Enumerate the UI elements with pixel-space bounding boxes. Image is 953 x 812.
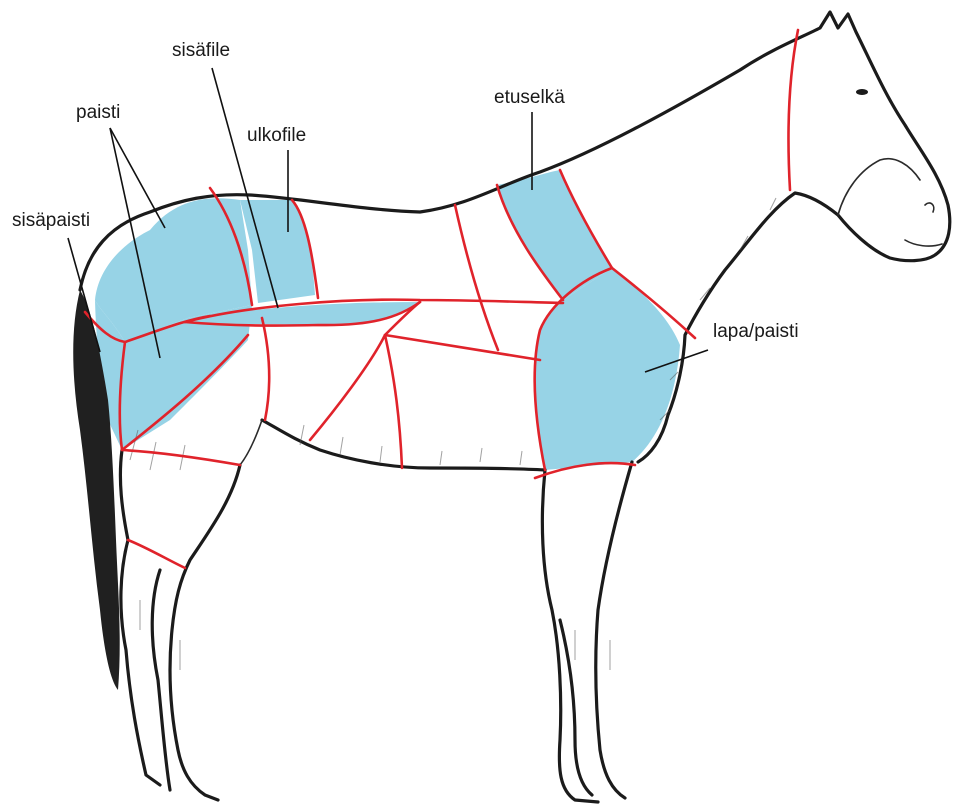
cut-regions xyxy=(95,170,680,470)
cut-line-flank xyxy=(385,335,402,468)
cut-line-neck xyxy=(788,30,798,190)
horse-front-leg-far xyxy=(560,620,592,795)
horse-front-leg-near xyxy=(542,462,632,802)
horse-jaw xyxy=(838,159,920,215)
region-ulkofile xyxy=(240,200,315,303)
label-paisti: paisti xyxy=(76,102,120,123)
cut-line-back-rib xyxy=(455,205,498,350)
cut-line-rib-diagonal xyxy=(385,335,540,360)
label-etuselka: etuselkä xyxy=(494,87,565,108)
horse-hind-leg-near xyxy=(152,465,240,800)
cut-line-hip xyxy=(262,318,269,420)
horse-belly-outline xyxy=(262,420,545,470)
horse-nostril xyxy=(925,203,934,212)
horse-silhouette xyxy=(73,12,950,802)
leader-paisti-a xyxy=(110,128,165,228)
label-ulkofile: ulkofile xyxy=(247,125,306,146)
horse-mouth xyxy=(905,240,942,246)
label-sisapaisti: sisäpaisti xyxy=(12,210,90,231)
horse-thigh-contour xyxy=(240,420,262,465)
label-sisafile: sisäfile xyxy=(172,40,230,61)
label-lapa-paisti: lapa/paisti xyxy=(713,321,799,342)
horse-eye xyxy=(856,89,868,95)
cut-line-hock xyxy=(128,540,185,568)
